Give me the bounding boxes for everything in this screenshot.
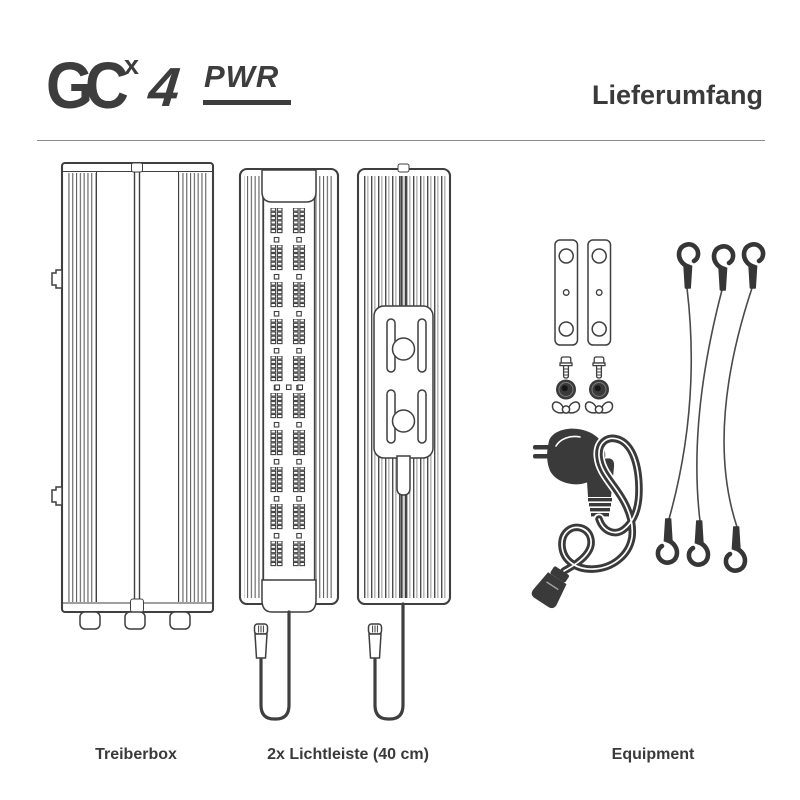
driver-box-illustration [51, 161, 215, 630]
bar-fins-right [315, 176, 334, 598]
back-top-clip [397, 163, 410, 173]
end-cap-top [261, 169, 317, 203]
wire-hooks-bottom [658, 519, 745, 571]
mounting-bracket [373, 305, 434, 496]
logo-pwr-text: PWR [204, 59, 280, 94]
bar-fins-left [244, 176, 263, 598]
iec-connector [531, 566, 569, 609]
label-treiberbox: Treiberbox [95, 746, 177, 763]
power-cable [531, 428, 645, 609]
logo-sup-text: x [124, 50, 140, 80]
wing-nuts [551, 401, 614, 414]
header-divider [37, 140, 765, 141]
led-center-marks [274, 384, 304, 391]
bar-cable-back [373, 602, 405, 721]
bracket-hole-lower [391, 409, 416, 433]
logo-gc-text: GC [46, 48, 129, 122]
logo-underline [203, 100, 291, 105]
hanging-wires [658, 244, 763, 570]
label-equipment: Equipment [611, 746, 695, 763]
bottom-seam-clip [130, 598, 144, 613]
cable-connector-back [367, 623, 383, 659]
bracket-tab [396, 455, 411, 496]
heatsink-fins-left [66, 173, 96, 602]
thumb-knobs [555, 379, 610, 400]
bar-cable-front [259, 610, 291, 721]
bracket-hole-upper [391, 337, 416, 361]
driver-box-feet [79, 611, 191, 630]
cable-connector-front [253, 623, 269, 659]
equipment-illustration [531, 239, 763, 609]
light-bar-back-illustration [356, 163, 452, 721]
side-clip-lower [51, 486, 63, 506]
logo-number: 4 [145, 56, 183, 118]
top-seam-clip [131, 162, 143, 173]
side-clip-upper [51, 269, 63, 289]
screws [559, 356, 606, 379]
brand-logo: GC x 4 PWR [46, 48, 306, 122]
mounting-plates [554, 239, 612, 346]
heatsink-fins-right [179, 173, 209, 602]
light-bar-front-illustration [238, 167, 340, 721]
page-title: Lieferumfang [591, 80, 763, 110]
wire-hooks-top [679, 244, 763, 290]
label-lichtleiste: 2x Lichtleiste (40 cm) [267, 746, 429, 763]
end-cap-bottom [261, 579, 317, 613]
scope-illustration [51, 161, 800, 721]
